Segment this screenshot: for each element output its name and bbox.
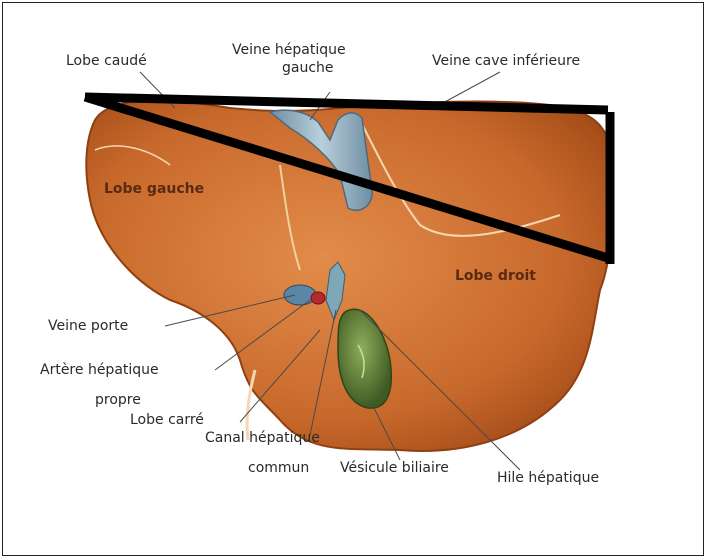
label-canal-hepatique-1: Canal hépatique	[205, 430, 320, 446]
label-lobe-gauche: Lobe gauche	[104, 181, 204, 197]
label-veine-cave-inferieure: Veine cave inférieure	[432, 53, 580, 69]
portal-vein	[284, 285, 316, 305]
label-artere-hepatique-2: propre	[95, 392, 141, 408]
label-lobe-droit: Lobe droit	[455, 268, 536, 284]
label-canal-hepatique-2: commun	[248, 460, 309, 476]
label-vesicule-biliaire: Vésicule biliaire	[340, 460, 449, 476]
label-veine-porte: Veine porte	[48, 318, 128, 334]
label-veine-hepatique-gauche-2: gauche	[282, 60, 334, 76]
label-veine-hepatique-gauche-1: Veine hépatique	[232, 42, 346, 58]
label-lobe-caude: Lobe caudé	[66, 53, 147, 69]
label-hile-hepatique: Hile hépatique	[497, 470, 599, 486]
label-lobe-carre: Lobe carré	[130, 412, 204, 428]
label-artere-hepatique-1: Artère hépatique	[40, 362, 159, 378]
hepatic-artery	[311, 292, 325, 304]
